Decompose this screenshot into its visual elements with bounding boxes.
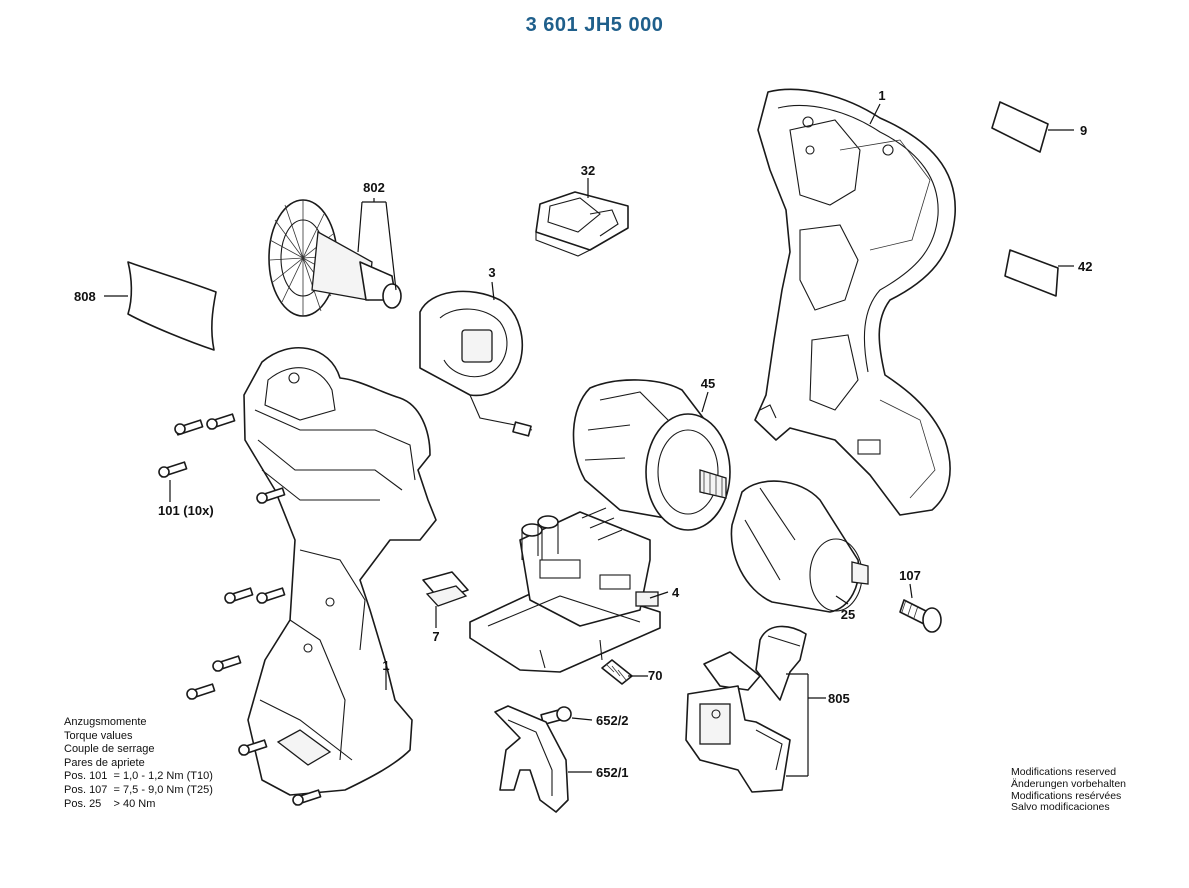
label-part-101: 101 (10x) — [158, 503, 214, 518]
torque-note-line: Pos. 25 > 40 Nm — [64, 797, 156, 810]
part-652-1-clip — [494, 705, 569, 813]
label-part-805: 805 — [828, 691, 850, 706]
screw-101 — [256, 587, 286, 604]
part-101-screws — [158, 413, 322, 806]
torque-note-line: Pos. 107 = 7,5 - 9,0 Nm (T25) — [64, 783, 213, 796]
modifications-line: Modifications reserved — [1011, 766, 1117, 778]
label-part-802: 802 — [363, 180, 385, 195]
part-652-2-screw — [540, 706, 572, 726]
label-part-3: 3 — [488, 265, 495, 280]
screw-101 — [292, 789, 322, 806]
label-part-70: 70 — [648, 668, 662, 683]
part-3-stator — [419, 290, 533, 437]
screw-101 — [186, 683, 216, 700]
part-1-housing-right — [754, 88, 956, 516]
screw-101 — [158, 461, 188, 478]
label-part-45: 45 — [701, 376, 715, 391]
label-part-107: 107 — [899, 568, 921, 583]
part-9-plate — [991, 101, 1049, 153]
part-4-electronics — [469, 507, 661, 673]
part-802-armature — [268, 199, 402, 317]
part-1-housing-left — [243, 347, 437, 796]
torque-notes: Anzugsmomente Torque values Couple de se… — [64, 716, 213, 811]
part-45-gearbox — [572, 379, 731, 531]
screw-101 — [174, 419, 204, 436]
modifications-line: Modifications resérvées — [1011, 789, 1122, 802]
torque-note-line: Pos. 101 = 1,0 - 1,2 Nm (T10) — [64, 770, 213, 783]
label-part-1-bottom: 1 — [382, 658, 389, 673]
torque-note-line: Anzugsmomente — [64, 716, 147, 728]
part-808-sheet — [127, 261, 217, 351]
screw-101 — [238, 739, 268, 756]
screw-101 — [206, 413, 236, 430]
label-part-25: 25 — [841, 607, 855, 622]
part-25-chuck — [730, 480, 869, 613]
screw-101 — [224, 587, 254, 604]
screw-101 — [212, 655, 242, 672]
label-part-4: 4 — [672, 585, 680, 600]
label-part-652-2: 652/2 — [596, 713, 629, 728]
label-part-32: 32 — [581, 163, 595, 178]
label-part-42: 42 — [1078, 259, 1092, 274]
modifications-line: Änderungen vorbehalten — [1011, 777, 1127, 790]
part-7-pad — [422, 571, 469, 607]
part-70-spring — [601, 659, 633, 685]
part-42-plate — [1004, 249, 1059, 297]
label-part-808: 808 — [74, 289, 96, 304]
torque-note-line: Couple de serrage — [64, 743, 155, 756]
part-805-switch — [685, 625, 807, 793]
part-107-screw — [899, 599, 942, 633]
diagram-title: 3 601 JH5 000 — [525, 14, 664, 36]
modifications-notice: Modifications reserved Änderungen vorbeh… — [1011, 766, 1127, 814]
part-32-switch-slider — [535, 191, 629, 257]
leader-lines — [104, 103, 1074, 777]
screw-101 — [256, 487, 286, 504]
torque-note-line: Torque values — [64, 729, 133, 742]
torque-note-line: Pares de apriete — [64, 756, 145, 769]
label-part-1-top: 1 — [878, 88, 885, 103]
label-part-7: 7 — [432, 629, 439, 644]
label-part-652-1: 652/1 — [596, 765, 629, 780]
label-part-9: 9 — [1080, 123, 1087, 138]
modifications-line: Salvo modificaciones — [1011, 801, 1110, 814]
